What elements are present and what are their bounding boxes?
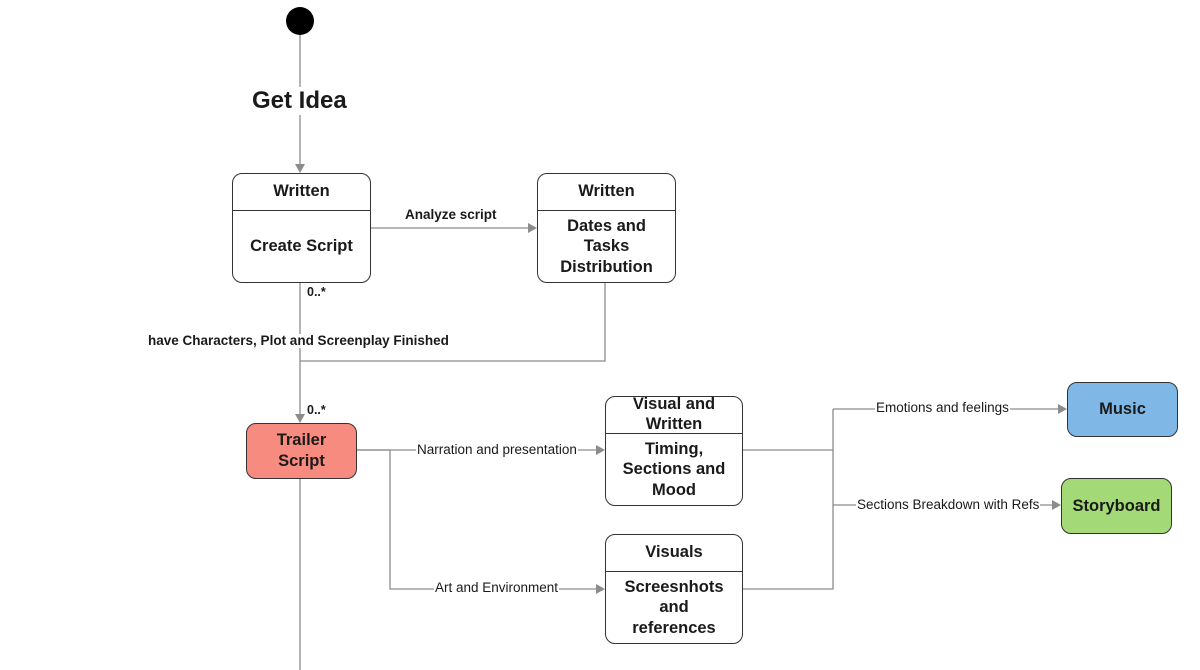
label-emotions: Emotions and feelings [875, 400, 1010, 415]
arrowhead-timing [596, 445, 605, 455]
state-body: Screesnhots and references [624, 577, 724, 637]
initial-state-dot [286, 7, 314, 35]
state-timing: Visual and Written Timing, Sections and … [605, 396, 743, 506]
state-header: Written [233, 174, 370, 211]
multiplicity-to-trailer: 0..* [307, 403, 326, 417]
state-music: Music [1067, 382, 1178, 437]
label-sections: Sections Breakdown with Refs [856, 497, 1041, 512]
edge-art-environment [357, 449, 597, 590]
diagram-title: Get Idea [248, 87, 351, 115]
state-storyboard: Storyboard [1061, 478, 1172, 534]
arrowhead-trailer-script [295, 414, 305, 423]
label-art: Art and Environment [434, 580, 560, 595]
state-dates-tasks: Written Dates and Tasks Distribution [537, 173, 676, 283]
state-header: Visual and Written [606, 397, 742, 434]
label-finished: have Characters, Plot and Screenplay Fin… [148, 333, 449, 348]
label-analyze-script: Analyze script [405, 207, 497, 222]
state-body: Create Script [250, 237, 353, 256]
state-create-script: Written Create Script [232, 173, 371, 283]
state-header: Visuals [606, 535, 742, 572]
edge-screenshots-out [743, 409, 834, 590]
state-header: Written [538, 174, 675, 211]
edge-dates-to-trailer [300, 283, 606, 362]
arrowhead-storyboard [1052, 500, 1061, 510]
state-trailer-script: Trailer Script [246, 423, 357, 479]
label-narration: Narration and presentation [416, 442, 578, 457]
arrowhead-screenshots [596, 584, 605, 594]
multiplicity-from-create: 0..* [307, 285, 326, 299]
state-body: Dates and Tasks Distribution [560, 216, 653, 276]
arrowhead-dates-tasks [528, 223, 537, 233]
arrowhead-music [1058, 404, 1067, 414]
state-screenshots: Visuals Screesnhots and references [605, 534, 743, 644]
state-body: Timing, Sections and Mood [622, 439, 726, 499]
arrowhead-create-script [295, 164, 305, 173]
